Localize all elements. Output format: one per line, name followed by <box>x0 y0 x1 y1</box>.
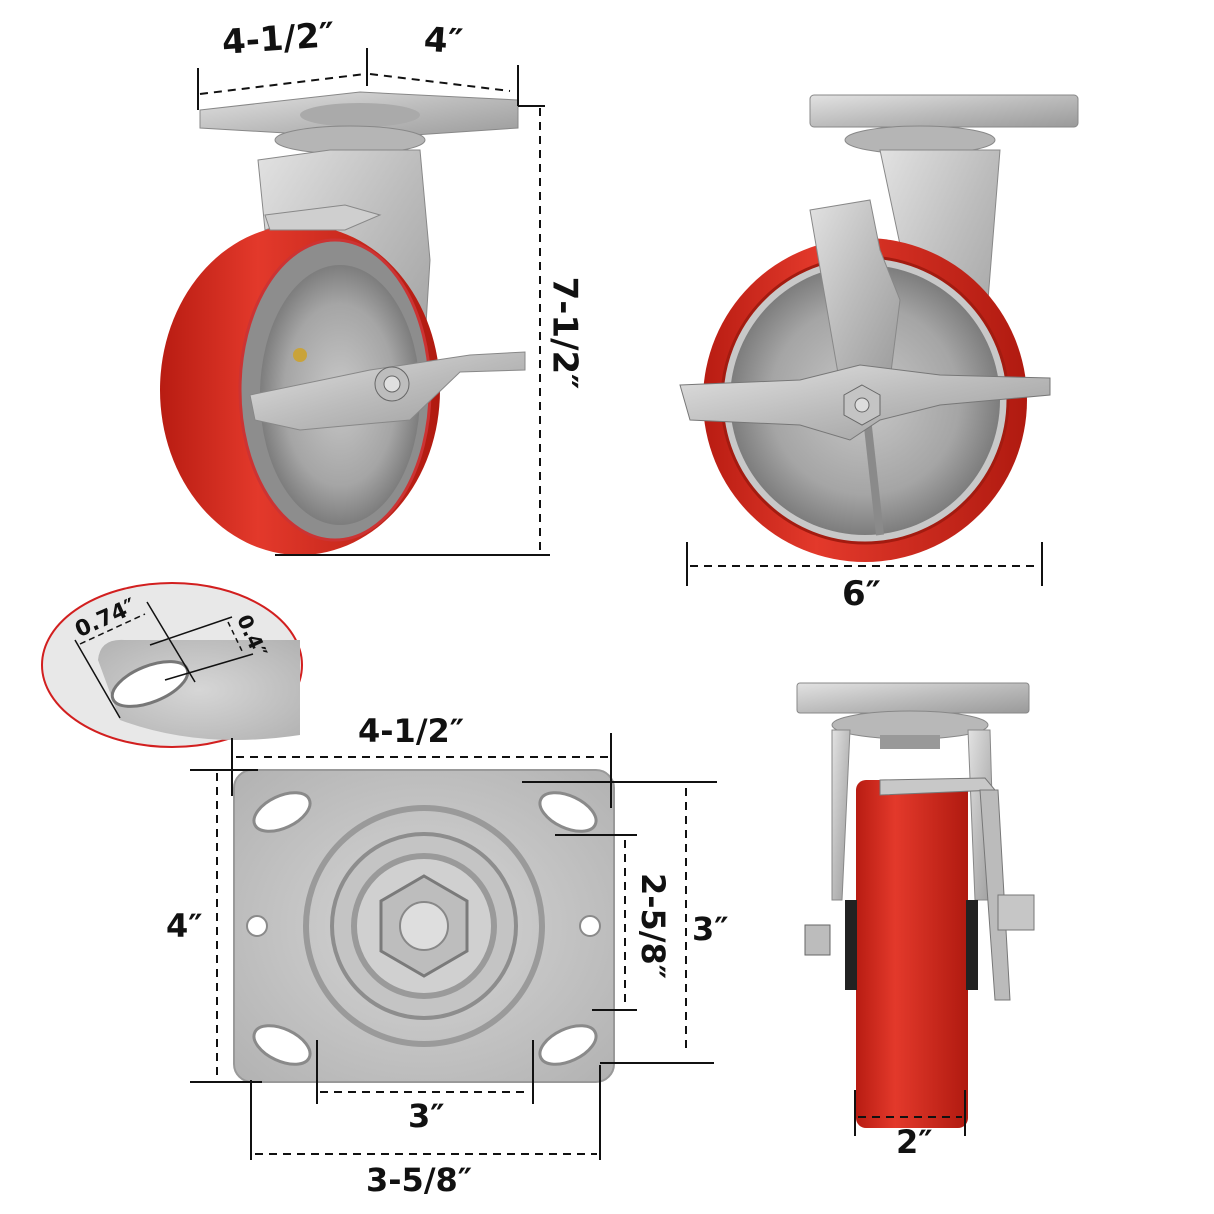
label-overall-height: 7-1/2″ <box>544 276 585 390</box>
angled-caster-image <box>160 91 526 555</box>
label-bolt-spacing-vertical: 3″ <box>692 910 729 948</box>
front-caster-image <box>796 682 1035 1128</box>
label-plate-length: 4-1/2″ <box>358 712 465 750</box>
front-dimension-lines <box>854 1090 966 1136</box>
label-bolt-spacing-inner: 3″ <box>408 1097 445 1135</box>
angled-dimension-lines <box>197 48 550 556</box>
plate-dimension-lines <box>190 733 717 1160</box>
label-angled-plate-length: 4-1/2″ <box>220 15 336 63</box>
mounting-slot-callout <box>41 582 303 748</box>
top-plate-image <box>233 769 615 1083</box>
label-angled-plate-width: 4″ <box>422 19 465 63</box>
label-wheel-diameter: 6″ <box>842 574 881 614</box>
side-dimension-lines <box>686 542 1043 586</box>
label-plate-width: 4″ <box>166 907 203 945</box>
label-wheel-width: 2″ <box>896 1123 933 1161</box>
label-bolt-spacing-outer: 3-5/8″ <box>366 1161 473 1199</box>
side-caster-image <box>679 94 1079 562</box>
label-bolt-spacing-short: 2-5/8″ <box>634 872 673 980</box>
